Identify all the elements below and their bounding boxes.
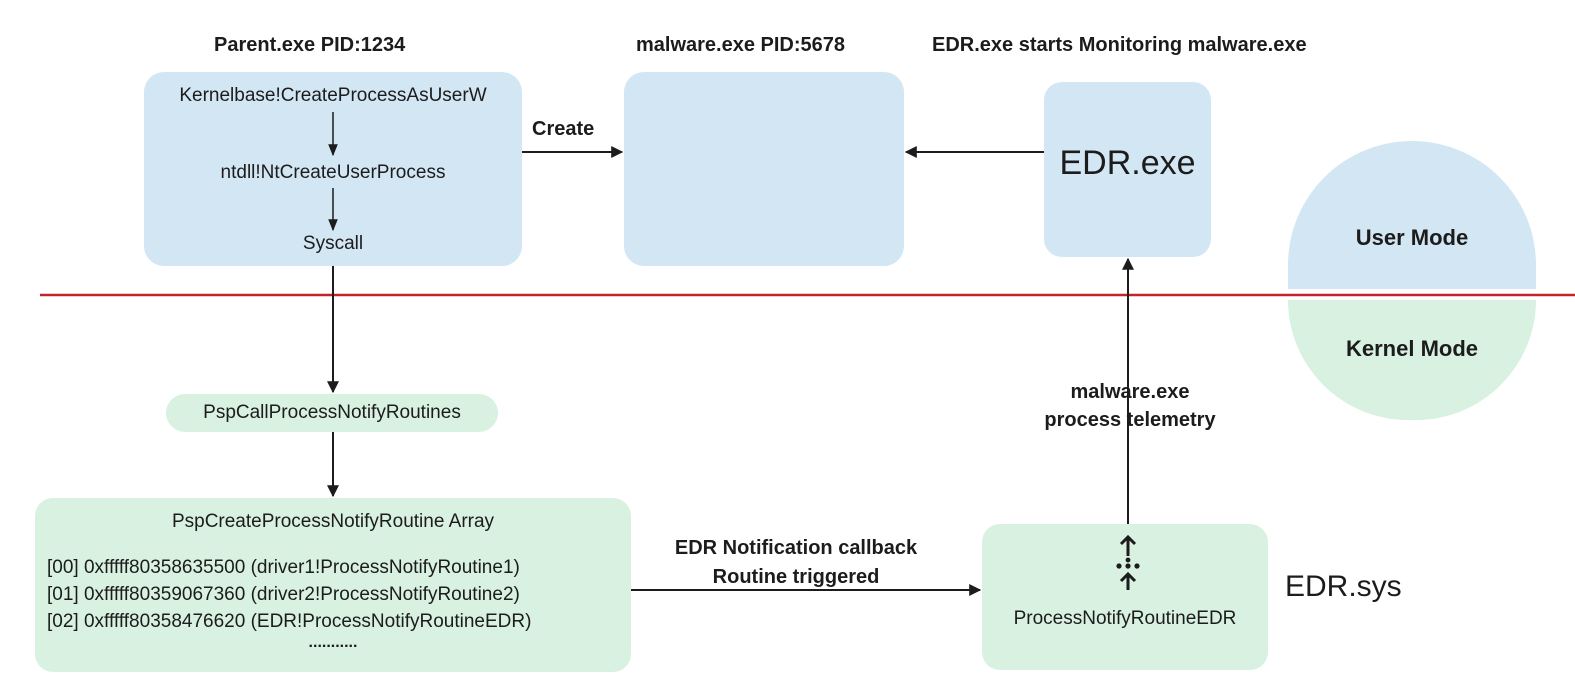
callback-label-line1: EDR Notification callback: [674, 537, 918, 559]
create-process-as-user-step: Kernelbase!CreateProcessAsUserW: [179, 85, 487, 106]
edr-sys-label: EDR.sys: [1285, 570, 1402, 603]
telemetry-label: malware.exe process telemetry: [1010, 378, 1250, 434]
callback-label-line2: Routine triggered: [712, 566, 880, 588]
psp-call-process-notify-routines: PspCallProcessNotifyRoutines: [166, 394, 498, 432]
notify-array-entry: [02] 0xfffff80358476620 (EDR!ProcessNoti…: [47, 611, 532, 632]
parent-process-box: Kernelbase!CreateProcessAsUserW ntdll!Nt…: [144, 72, 522, 266]
notify-array-entry: [01] 0xfffff80359067360 (driver2!Process…: [47, 584, 520, 605]
notify-array-entry: [00] 0xfffff80358635500 (driver1!Process…: [47, 557, 520, 578]
edr-routine-label: ProcessNotifyRoutineEDR: [1013, 608, 1237, 629]
nt-create-user-process-step: ntdll!NtCreateUserProcess: [220, 162, 446, 183]
callback-triggered-label: EDR Notification callback Routine trigge…: [646, 534, 946, 592]
notify-array-ellipsis: ...........: [308, 634, 358, 651]
malware-process-heading: malware.exe PID:5678: [636, 34, 846, 56]
telemetry-label-line2: process telemetry: [1044, 409, 1216, 431]
upload-symbol-icon: [1116, 534, 1140, 590]
create-label: Create: [532, 118, 595, 140]
psp-call-label: PspCallProcessNotifyRoutines: [203, 402, 461, 423]
edr-monitor-heading: EDR.exe starts Monitoring malware.exe: [932, 34, 1307, 56]
edr-exe-label: EDR.exe: [1059, 144, 1196, 182]
notify-routine-array-box: PspCreateProcessNotifyRoutine Array [00]…: [35, 498, 631, 672]
parent-process-heading: Parent.exe PID:1234: [214, 34, 406, 56]
kernel-mode-label: Kernel Mode: [1345, 336, 1479, 361]
malware-process-box: [624, 72, 904, 266]
telemetry-label-line1: malware.exe: [1070, 381, 1190, 403]
edr-notify-routine-box: ProcessNotifyRoutineEDR: [982, 524, 1268, 670]
edr-exe-box: EDR.exe: [1044, 82, 1211, 257]
syscall-step: Syscall: [302, 233, 364, 254]
notify-array-title: PspCreateProcessNotifyRoutine Array: [171, 511, 495, 532]
user-mode-label: User Mode: [1355, 225, 1469, 250]
